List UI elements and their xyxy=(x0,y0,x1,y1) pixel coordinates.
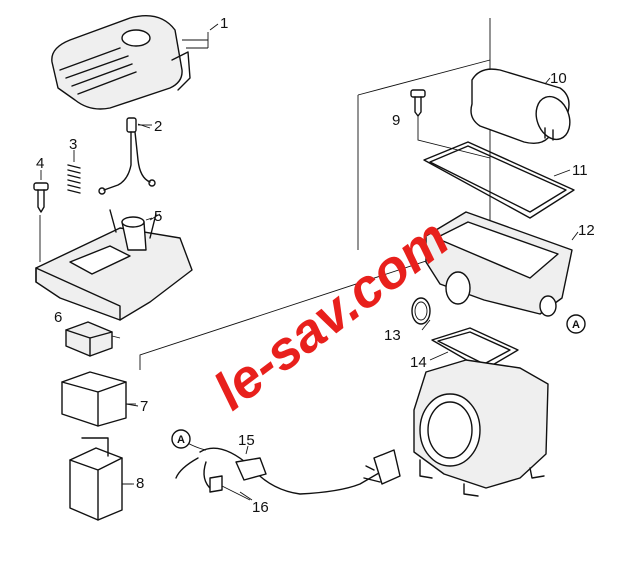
part-10-capacitor xyxy=(470,68,571,145)
part-9-bolt xyxy=(410,89,491,159)
connector-marker-a-label: A xyxy=(177,434,185,446)
label-14: 14 xyxy=(410,354,427,371)
part-15-cable-plug xyxy=(175,439,401,495)
part-4-screw xyxy=(33,170,49,213)
part-7-cover-cap xyxy=(61,371,136,427)
label-11: 11 xyxy=(572,162,588,179)
label-9: 9 xyxy=(392,112,400,129)
part-12-housing xyxy=(425,211,579,317)
label-13: 13 xyxy=(384,327,401,344)
connector-marker-a-label: A xyxy=(572,319,580,331)
connector-marker-a-1: A xyxy=(171,429,191,449)
label-8: 8 xyxy=(136,475,144,492)
label-7: 7 xyxy=(140,398,148,415)
part-13-o-ring xyxy=(411,297,431,325)
label-leaders xyxy=(111,23,571,501)
label-1: 1 xyxy=(220,15,228,32)
label-4: 4 xyxy=(36,155,44,172)
part-11-gasket xyxy=(423,141,575,219)
part-6-switch-block xyxy=(65,321,113,357)
part-8-bracket xyxy=(69,437,132,521)
part-1-top-cover xyxy=(51,15,209,110)
part-3-spring xyxy=(67,150,81,194)
part-2-cable-lamp xyxy=(98,117,156,195)
label-6: 6 xyxy=(54,309,62,326)
part-16-grommet xyxy=(209,475,251,501)
label-10: 10 xyxy=(550,70,567,87)
connector-marker-a-2: A xyxy=(566,314,586,334)
label-15: 15 xyxy=(238,432,255,449)
part-5-switch-housing xyxy=(35,209,193,321)
label-5: 5 xyxy=(154,208,162,225)
label-16: 16 xyxy=(252,499,269,516)
label-12: 12 xyxy=(578,222,595,239)
pump-body xyxy=(413,359,549,497)
label-3: 3 xyxy=(69,136,77,153)
label-2: 2 xyxy=(154,118,162,135)
